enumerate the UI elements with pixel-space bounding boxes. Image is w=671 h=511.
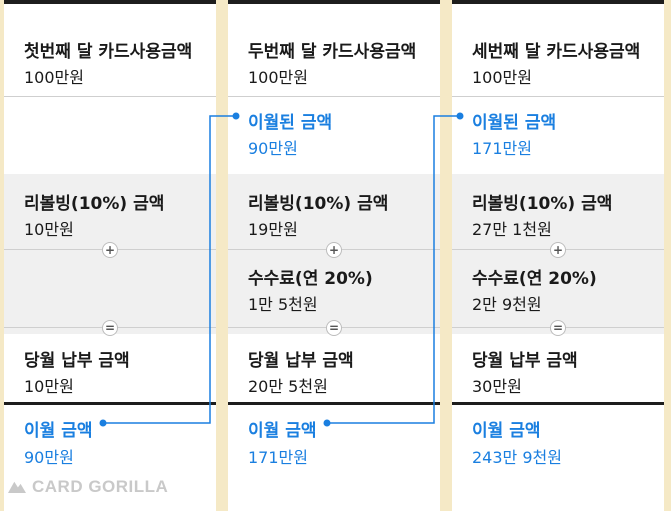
plus-icon: +: [550, 242, 566, 258]
revolving-value: 10만원: [24, 220, 74, 239]
divider: [452, 96, 664, 97]
total-divider: [452, 402, 664, 405]
mountain-icon: [8, 481, 26, 493]
fee-value: 1만 5천원: [248, 295, 318, 314]
total-divider: [228, 402, 440, 405]
carried-value: 90만원: [248, 139, 298, 158]
usage-title: 두번째 달 카드사용금액: [248, 42, 417, 62]
usage-title: 첫번째 달 카드사용금액: [24, 42, 193, 62]
forward-value: 243만 9천원: [472, 448, 562, 467]
revolving-title: 리볼빙(10%) 금액: [248, 194, 389, 214]
divider: [4, 96, 216, 97]
equals-icon: =: [102, 320, 118, 336]
forward-value: 171만원: [248, 448, 308, 467]
fee-title: 수수료(연 20%): [248, 269, 373, 289]
month-2-column: 두번째 달 카드사용금액 100만원 이월된 금액 90만원 리볼빙(10%) …: [228, 0, 440, 511]
carried-title: 이월된 금액: [472, 113, 557, 133]
usage-value: 100만원: [472, 68, 532, 87]
divider: [228, 96, 440, 97]
fee-title: 수수료(연 20%): [472, 269, 597, 289]
plus-icon: +: [102, 242, 118, 258]
forward-title: 이월 금액: [24, 421, 93, 441]
forward-title: 이월 금액: [248, 421, 317, 441]
fee-value: 2만 9천원: [472, 295, 542, 314]
revolving-title: 리볼빙(10%) 금액: [24, 194, 165, 214]
month-3-column: 세번째 달 카드사용금액 100만원 이월된 금액 171만원 리볼빙(10%)…: [452, 0, 664, 511]
revolving-value: 27만 1천원: [472, 220, 552, 239]
usage-value: 100만원: [248, 68, 308, 87]
brand-logo-text: CARD GORILLA: [32, 477, 169, 496]
total-divider: [4, 402, 216, 405]
plus-icon: +: [326, 242, 342, 258]
payment-title: 당월 납부 금액: [24, 351, 130, 371]
equals-icon: =: [550, 320, 566, 336]
payment-value: 30만원: [472, 377, 522, 396]
carried-title: 이월된 금액: [248, 113, 333, 133]
payment-title: 당월 납부 금액: [472, 351, 578, 371]
forward-value: 90만원: [24, 448, 74, 467]
payment-value: 10만원: [24, 377, 74, 396]
revolving-value: 19만원: [248, 220, 298, 239]
usage-title: 세번째 달 카드사용금액: [472, 42, 641, 62]
payment-value: 20만 5천원: [248, 377, 328, 396]
month-1-column: 첫번째 달 카드사용금액 100만원 리볼빙(10%) 금액 10만원 + = …: [4, 0, 216, 511]
equals-icon: =: [326, 320, 342, 336]
payment-title: 당월 납부 금액: [248, 351, 354, 371]
revolving-title: 리볼빙(10%) 금액: [472, 194, 613, 214]
forward-title: 이월 금액: [472, 421, 541, 441]
carried-value: 171만원: [472, 139, 532, 158]
usage-value: 100만원: [24, 68, 84, 87]
brand-logo: CARD GORILLA: [8, 477, 168, 497]
